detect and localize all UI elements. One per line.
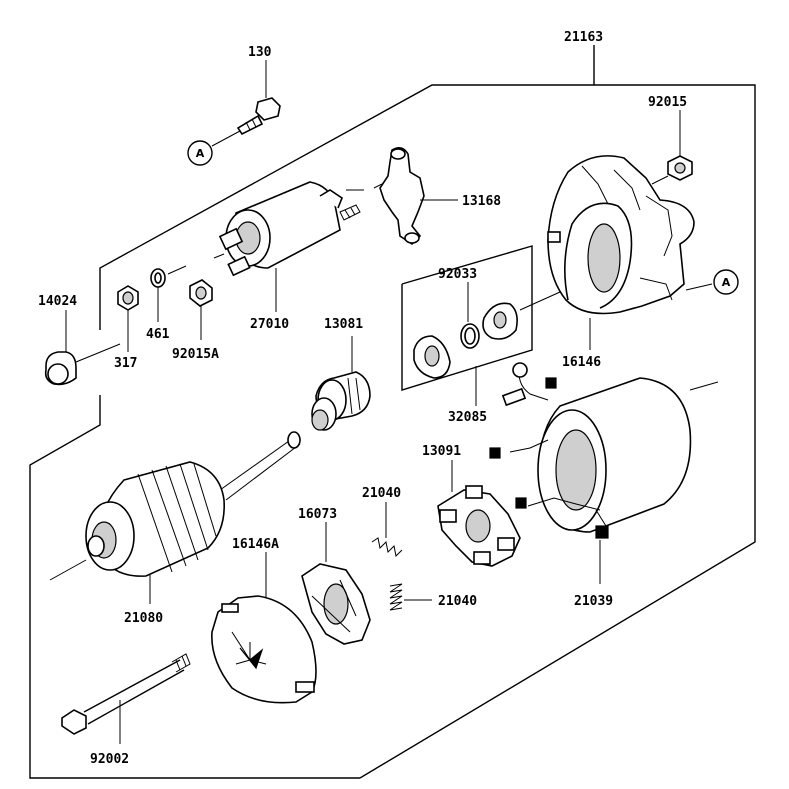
- callout-labels: 130 21163 92015 13168 14024 461 317 9201…: [38, 30, 687, 767]
- spring-21040-lower: [389, 583, 432, 611]
- cap-14024: [44, 310, 77, 386]
- front-housing-16146: [547, 155, 713, 350]
- callout-27010: 27010: [250, 317, 289, 332]
- callout-16146: 16146: [562, 355, 601, 370]
- shift-lever-13168: [379, 146, 458, 246]
- plates-92033: [413, 282, 561, 406]
- callout-32085: 32085: [448, 410, 487, 425]
- callout-21040-upper: 21040: [362, 486, 401, 501]
- rear-cover-16146A: [211, 552, 317, 704]
- callout-21163: 21163: [564, 30, 603, 45]
- reference-mark-a-left: A: [187, 140, 213, 166]
- callout-16073: 16073: [298, 507, 337, 522]
- alignment-lines: [75, 183, 383, 363]
- callout-21040-lower: 21040: [438, 594, 477, 609]
- solenoid-27010: [218, 181, 364, 312]
- callout-13168: 13168: [462, 194, 501, 209]
- spring-21040-upper: [371, 502, 403, 558]
- callout-16146A: 16146A: [232, 537, 279, 552]
- callout-92033: 92033: [438, 267, 477, 282]
- callout-13081: 13081: [324, 317, 363, 332]
- nut-92015A: [189, 279, 213, 340]
- pinion-13081: [311, 336, 371, 431]
- callout-21039: 21039: [574, 594, 613, 609]
- yoke-21039: [489, 362, 719, 584]
- callout-13091: 13091: [422, 444, 461, 459]
- callout-130: 130: [248, 45, 272, 60]
- callout-461: 461: [146, 327, 170, 342]
- svg-text:A: A: [196, 147, 205, 160]
- nut-317: [117, 285, 139, 352]
- bolt-130: [211, 60, 281, 147]
- brush-holder-13091: [437, 460, 521, 567]
- through-bolt-92002: [61, 653, 191, 744]
- reference-mark-a-right: A: [713, 269, 739, 295]
- callout-317: 317: [114, 356, 137, 371]
- callout-21080: 21080: [124, 611, 163, 626]
- callout-92015: 92015: [648, 95, 687, 110]
- nut-92015: [651, 110, 693, 185]
- washer-461: [150, 268, 166, 322]
- callout-92002: 92002: [90, 752, 129, 767]
- assembly-frame: [29, 45, 756, 779]
- svg-text:A: A: [722, 276, 731, 289]
- callout-14024: 14024: [38, 294, 77, 309]
- armature-21080: [49, 431, 301, 604]
- plate-16073: [301, 522, 371, 645]
- brush-holder-frame: [401, 245, 533, 391]
- callout-92015A: 92015A: [172, 347, 219, 362]
